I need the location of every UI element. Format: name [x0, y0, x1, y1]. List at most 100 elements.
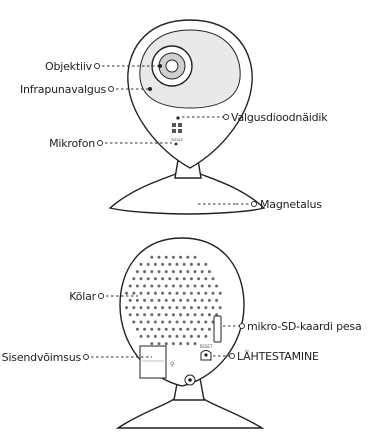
speaker-hole	[161, 292, 164, 295]
speaker-hole	[186, 256, 189, 259]
speaker-hole	[201, 328, 204, 331]
speaker-hole	[165, 256, 168, 259]
speaker-hole	[143, 285, 146, 288]
speaker-hole	[186, 270, 189, 273]
speaker-hole	[150, 342, 153, 345]
speaker-hole	[215, 285, 218, 288]
speaker-hole	[176, 277, 179, 280]
speaker-hole	[143, 328, 146, 331]
speaker-hole	[132, 306, 135, 309]
speaker-hole	[150, 299, 153, 302]
speaker-hole	[208, 299, 211, 302]
speaker-hole	[179, 285, 182, 288]
label-mic: Mikrofon	[49, 137, 95, 150]
speaker-hole	[140, 277, 143, 280]
speaker-hole	[147, 306, 150, 309]
speaker-hole	[179, 313, 182, 316]
speaker-hole	[197, 335, 200, 338]
led-indicator-icon	[176, 116, 179, 119]
speaker-hole	[172, 328, 175, 331]
speaker-hole	[183, 292, 186, 295]
speaker-hole	[129, 299, 132, 302]
speaker-hole	[208, 328, 211, 331]
speaker-hole	[140, 321, 143, 324]
speaker-hole	[190, 263, 193, 266]
speaker-hole	[165, 285, 168, 288]
speaker-hole	[212, 292, 215, 295]
speaker-hole	[172, 342, 175, 345]
speaker-hole	[168, 321, 171, 324]
speaker-hole	[194, 342, 197, 345]
speaker-hole	[204, 263, 207, 266]
speaker-hole	[183, 321, 186, 324]
speaker-hole	[140, 335, 143, 338]
speaker-hole	[143, 313, 146, 316]
speaker-hole	[183, 263, 186, 266]
speaker-hole	[168, 292, 171, 295]
speaker-hole	[190, 306, 193, 309]
speaker-hole	[197, 292, 200, 295]
speaker-hole	[154, 306, 157, 309]
speaker-hole	[201, 270, 204, 273]
speaker-hole	[154, 321, 157, 324]
speaker-hole	[168, 263, 171, 266]
speaker-hole	[208, 285, 211, 288]
microsd-slot-icon	[214, 316, 221, 342]
speaker-hole	[197, 321, 200, 324]
speaker-hole	[143, 270, 146, 273]
speaker-hole	[158, 299, 161, 302]
speaker-hole	[194, 270, 197, 273]
speaker-hole	[158, 285, 161, 288]
usb-symbol: ⚲	[170, 361, 174, 368]
speaker-hole	[194, 256, 197, 259]
speaker-hole	[201, 285, 204, 288]
speaker-hole	[140, 292, 143, 295]
speaker-hole	[125, 292, 128, 295]
speaker-hole	[176, 292, 179, 295]
speaker-hole	[161, 277, 164, 280]
label-lens: Objektiiv	[45, 60, 93, 73]
speaker-hole	[190, 321, 193, 324]
speaker-hole	[147, 277, 150, 280]
speaker-hole	[172, 313, 175, 316]
speaker-hole	[204, 306, 207, 309]
speaker-hole	[194, 328, 197, 331]
speaker-hole	[125, 306, 128, 309]
speaker-hole	[186, 313, 189, 316]
speaker-hole	[219, 292, 222, 295]
label-led: Valgusdioodnäidik	[231, 111, 328, 124]
speaker-hole	[154, 335, 157, 338]
speaker-hole	[129, 313, 132, 316]
speaker-hole	[140, 306, 143, 309]
speaker-hole	[161, 263, 164, 266]
speaker-hole	[179, 270, 182, 273]
speaker-hole	[136, 313, 139, 316]
speaker-hole	[183, 335, 186, 338]
speaker-hole	[165, 342, 168, 345]
speaker-hole	[212, 306, 215, 309]
speaker-hole	[132, 321, 135, 324]
speaker-hole	[140, 263, 143, 266]
ezviz-brand-text: ezviz	[171, 137, 183, 143]
speaker-hole	[165, 328, 168, 331]
speaker-hole	[161, 335, 164, 338]
label-magnet-base: Magnetalus	[260, 198, 322, 211]
speaker-hole	[194, 285, 197, 288]
speaker-hole	[147, 263, 150, 266]
speaker-hole	[183, 277, 186, 280]
speaker-hole	[132, 292, 135, 295]
speaker-hole	[201, 313, 204, 316]
speaker-hole	[136, 299, 139, 302]
reset-mark-text: RESET	[200, 344, 213, 349]
speaker-hole	[190, 292, 193, 295]
speaker-hole	[190, 335, 193, 338]
speaker-hole	[208, 270, 211, 273]
speaker-hole	[129, 285, 132, 288]
speaker-hole	[179, 256, 182, 259]
speaker-hole	[176, 306, 179, 309]
speaker-hole	[136, 270, 139, 273]
speaker-hole	[215, 299, 218, 302]
speaker-hole	[150, 313, 153, 316]
